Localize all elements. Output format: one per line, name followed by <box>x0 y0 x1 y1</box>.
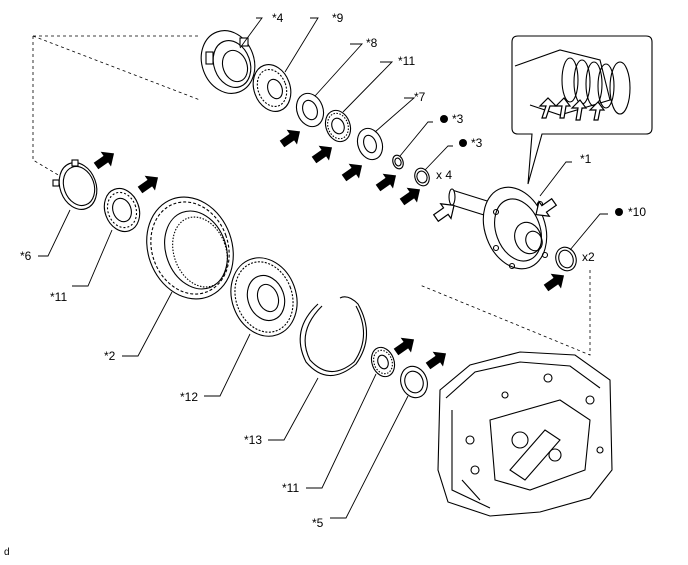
part-11-bearing-left <box>103 187 141 233</box>
part-3-oring <box>414 167 430 187</box>
transaxle-case <box>437 351 613 517</box>
label-part-11-lower: *11 <box>282 481 299 495</box>
label-part-8: *8 <box>366 36 378 50</box>
qty-part-3: x 4 <box>436 168 452 182</box>
part-7-washer <box>356 127 384 161</box>
label-part-2: *2 <box>104 349 116 363</box>
label-part-5: *5 <box>312 516 324 530</box>
part-labels: *4 *9 *8 *11 *7 *3 *3 x 4 *1 *10 x2 *6 *… <box>20 11 646 530</box>
label-part-13: *13 <box>244 433 262 447</box>
label-part-10: *10 <box>628 205 646 219</box>
part-8-washer <box>295 92 325 128</box>
part-10-ring <box>555 246 577 272</box>
label-part-11-top: *11 <box>398 54 415 68</box>
label-part-9: *9 <box>332 11 344 25</box>
part-12-clutch-drum <box>230 257 298 337</box>
part-13-snap-ring <box>299 296 368 377</box>
filled-circle-icon <box>440 115 623 216</box>
figure-footer: d <box>4 547 10 558</box>
label-part-12: *12 <box>180 390 198 404</box>
label-part-3a: *3 <box>452 112 464 126</box>
label-part-3b: *3 <box>471 136 483 150</box>
leader-lines <box>38 17 608 519</box>
qty-part-10: x2 <box>582 250 595 264</box>
part-1-shaft-assembly <box>448 186 549 270</box>
part-3-oring-small <box>392 154 404 170</box>
detail-callout <box>511 35 653 185</box>
label-part-4: *4 <box>272 11 284 25</box>
part-5-washer <box>400 365 428 399</box>
part-4-cover <box>200 30 256 94</box>
assembly-outline <box>32 35 591 356</box>
label-part-7: *7 <box>414 90 426 104</box>
part-11-bearing-top <box>324 109 352 143</box>
part-11-bearing-lower <box>370 346 396 378</box>
label-part-6: *6 <box>20 249 32 263</box>
part-2-ring-gear <box>146 196 234 300</box>
part-6-snap-ring <box>52 159 98 210</box>
label-part-11-left: *11 <box>50 290 67 304</box>
part-9-gear <box>252 64 292 112</box>
label-part-1: *1 <box>580 152 592 166</box>
